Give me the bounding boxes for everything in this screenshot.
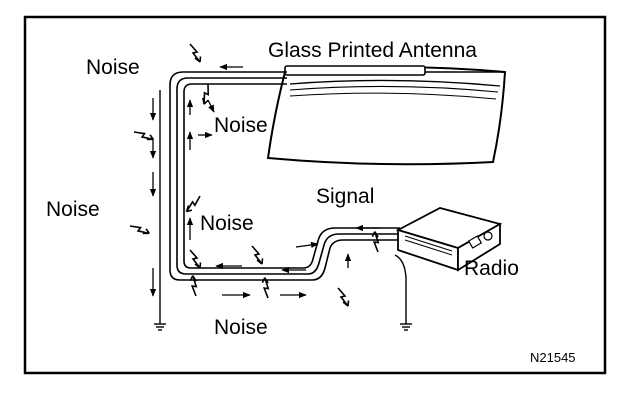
figure-id: N21545 [530,350,576,365]
flow-arrows [149,63,380,299]
noise-label: Noise [200,212,254,235]
lightning-bolt-icon [133,124,155,147]
lightning-bolt-icon [189,43,202,63]
figure-frame [23,15,607,375]
lightning-bolt-icon [182,195,205,213]
lightning-bolt-icon [251,245,264,265]
noise-label: Noise [214,316,268,339]
antenna-label: Glass Printed Antenna [268,39,477,62]
lightning-bolt-icon [195,83,217,106]
ground-symbol-right [399,315,413,331]
noise-label: Noise [214,114,268,137]
lightning-bolt-icon [185,274,203,297]
windshield [266,66,507,166]
noise-label: Noise [46,198,100,221]
lightning-bolt-icon [189,249,202,269]
signal-label: Signal [316,185,374,208]
lightning-bolt-icon [129,218,151,241]
radio-unit [395,207,503,272]
noise-label: Noise [86,56,140,79]
ground-symbol-left [153,315,167,331]
radio-label: Radio [464,257,519,280]
antenna-cable [169,71,400,281]
antenna-connector [284,65,426,76]
lightning-bolt-icon [337,287,350,307]
ground-wires [159,90,407,316]
